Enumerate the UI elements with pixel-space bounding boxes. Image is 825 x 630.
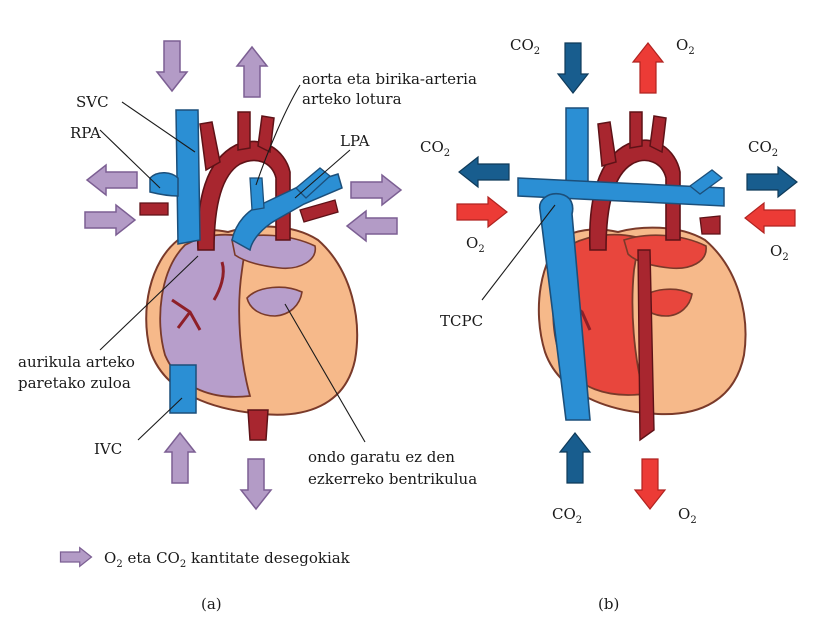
navy-arrow-bottom-up	[559, 432, 591, 484]
label-lv-line1: ondo garatu ez den	[308, 448, 455, 466]
panel-a: SVC RPA aorta eta birika-arteria arteko …	[18, 40, 477, 613]
navy-arrow-right-out	[746, 166, 798, 198]
label-asd-line1: aurikula arteko	[18, 353, 135, 371]
svc-vessel-b	[565, 107, 589, 191]
label-o2-top: O2	[676, 36, 695, 57]
rpa-vessel-a	[149, 172, 179, 197]
navy-arrow-left-out	[458, 156, 510, 188]
label-rpa: RPA	[70, 124, 101, 142]
lavender-arrow-left-in	[84, 204, 136, 236]
lpa-vessel-a	[231, 173, 343, 252]
panel-b: CO2 O2 CO2 O2 CO2 O2 TCPC CO2 O2 (b)	[420, 36, 798, 613]
red-arrow-bottom-down	[634, 458, 666, 510]
svg-text:O2 eta CO2 kantitate desegokia: O2 eta CO2 kantitate desegokiak	[104, 549, 351, 570]
pulmonary-band-b	[517, 177, 725, 207]
label-o2-left: O2	[466, 234, 485, 255]
label-co2-left: CO2	[420, 138, 450, 159]
lavender-arrow-right-out	[350, 174, 402, 206]
lavender-arrow-top-up	[236, 46, 268, 98]
caption-b: (b)	[598, 595, 619, 613]
label-asd-line2: paretako zuloa	[18, 374, 131, 392]
legend-o: O	[104, 549, 116, 567]
legend: O2 eta CO2 kantitate desegokiak	[59, 547, 351, 570]
lavender-arrow-top-down	[156, 40, 188, 92]
label-lpa: LPA	[340, 132, 370, 150]
label-aorta-line1: aorta eta birika-arteria	[302, 70, 477, 88]
label-co2-bottom: CO2	[552, 505, 582, 526]
legend-rest: kantitate desegokiak	[186, 549, 350, 567]
caption-a: (a)	[201, 595, 222, 613]
label-tcpc: TCPC	[440, 312, 483, 330]
lavender-arrow-left-out	[86, 164, 138, 196]
label-o2-right: O2	[770, 242, 789, 263]
label-co2-right: CO2	[748, 138, 778, 159]
lavender-arrow-bottom-up	[164, 432, 196, 484]
legend-mid: eta CO	[123, 549, 180, 567]
label-svc: SVC	[76, 93, 109, 111]
label-co2-top: CO2	[510, 36, 540, 57]
svc-vessel-a	[175, 109, 201, 245]
label-lv-line2: ezkerreko bentrikulua	[308, 470, 477, 488]
red-arrow-right-in	[744, 202, 796, 234]
legend-o-sub: 2	[116, 559, 122, 570]
label-o2-bottom: O2	[678, 505, 697, 526]
red-arrow-top-up	[632, 42, 664, 94]
label-aorta-line2: arteko lotura	[302, 90, 402, 108]
lavender-arrow-bottom-down	[240, 458, 272, 510]
tcpc-conduit-b	[538, 192, 591, 421]
red-arrow-left-in	[456, 196, 508, 228]
lavender-arrow-icon	[59, 547, 93, 567]
navy-arrow-top-down	[557, 42, 589, 94]
label-ivc: IVC	[94, 440, 122, 458]
lavender-arrow-right-in	[346, 210, 398, 242]
legend-co-sub: 2	[180, 559, 186, 570]
